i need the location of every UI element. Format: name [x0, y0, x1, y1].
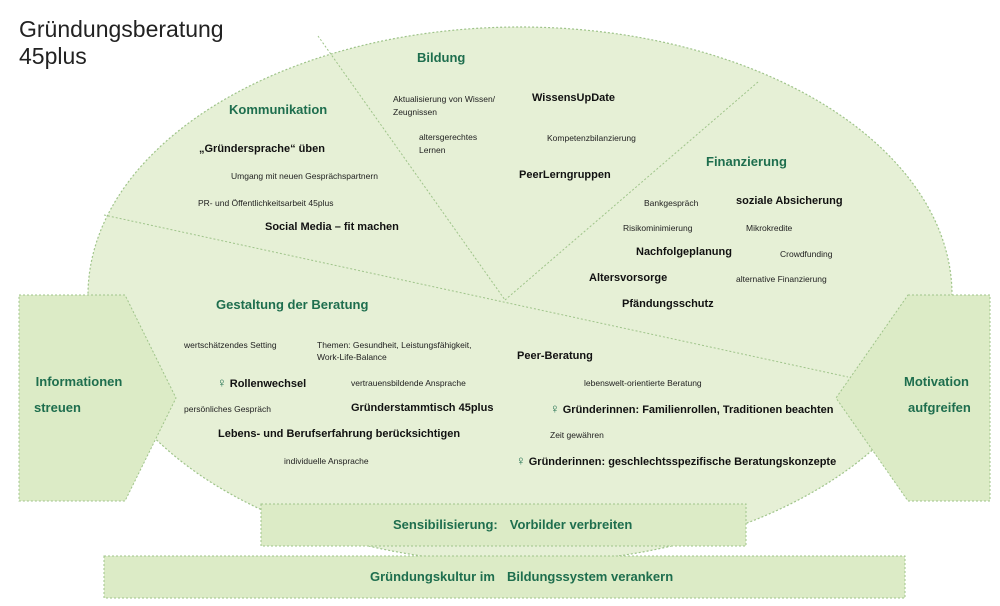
bar1-shape	[260, 503, 747, 547]
heading-gestaltung: Gestaltung der Beratung	[216, 297, 369, 312]
finanzierung-item: Altersvorsorge	[589, 272, 668, 284]
gestaltung-item: Gründerstammtisch 45plus	[351, 402, 494, 414]
gestaltung-item: lebenswelt-orientierte Beratung	[584, 378, 702, 388]
bar2-shape	[103, 555, 906, 599]
finanzierung-item: soziale Absicherung	[736, 195, 843, 207]
finanzierung-item: Nachfolgeplanung	[636, 246, 732, 258]
gestaltung-item: Themen: Gesundheit, Leistungsfähigkeit,	[317, 340, 472, 350]
bildung-item: WissensUpDate	[532, 92, 616, 104]
gestaltung-item: vertrauensbildende Ansprache	[351, 378, 466, 388]
gestaltung-item-rollenwechsel: ♀Rollenwechsel	[217, 375, 306, 390]
gestaltung-item-label: Gründerinnen: geschlechtsspezifische Ber…	[528, 456, 837, 468]
finanzierung-item: Risikominimierung	[623, 223, 693, 233]
female-icon: ♀	[217, 375, 227, 390]
heading-kommunikation: Kommunikation	[229, 102, 328, 117]
kommunikation-item: Umgang mit neuen Gesprächspartnern	[231, 171, 378, 181]
female-icon: ♀	[516, 453, 526, 468]
left-arrow-line-2: streuen	[34, 400, 81, 415]
heading-bildung: Bildung	[417, 50, 466, 65]
left-arrow-label: Informationen streuen	[24, 369, 134, 421]
bar2-label: Gründungskultur im Bildungssystem veranke…	[370, 569, 673, 584]
gestaltung-item-label: Rollenwechsel	[229, 378, 307, 390]
bar2-part-1: Gründungskultur im	[370, 569, 495, 584]
central-ellipse	[87, 26, 953, 564]
gestaltung-item: Lebens- und Berufserfahrung berücksichti…	[218, 428, 461, 440]
right-arrow-shape	[835, 294, 991, 502]
heading-finanzierung: Finanzierung	[706, 154, 787, 169]
bildung-item: Kompetenzbilanzierung	[547, 133, 636, 143]
left-arrow-shape	[18, 294, 177, 502]
kommunikation-item: Social Media – fit machen	[265, 221, 399, 233]
gestaltung-item: Zeit gewähren	[550, 430, 604, 440]
kommunikation-item: „Gründersprache“ üben	[199, 143, 325, 155]
right-arrow-line-2: aufgreifen	[908, 400, 971, 415]
title-line-2: 45plus	[19, 43, 87, 69]
bildung-item: altersgerechtes	[419, 132, 478, 142]
left-arrow-line-1: Informationen	[35, 374, 123, 389]
female-icon: ♀	[550, 401, 560, 416]
bildung-item: Aktualisierung von Wissen/	[393, 94, 496, 104]
gestaltung-item: persönliches Gespräch	[184, 404, 271, 414]
finanzierung-item: Bankgespräch	[644, 198, 699, 208]
right-arrow-line-1: Motivation	[904, 374, 969, 389]
bar1-label: Sensibilisierung: Vorbilder verbreiten	[393, 517, 632, 532]
bar2-part-2: Bildungssystem verankern	[506, 569, 674, 584]
gestaltung-item: Peer-Beratung	[517, 350, 593, 362]
gestaltung-item-label: Gründerinnen: Familienrollen, Traditione…	[562, 404, 834, 416]
title-line-1: Gründungsberatung	[19, 16, 224, 42]
gestaltung-item: Work-Life-Balance	[317, 352, 387, 362]
gestaltung-item-geschlechtsspezifisch: ♀Gründerinnen: geschlechtsspezifische Be…	[516, 453, 836, 468]
gestaltung-item-familienrollen: ♀Gründerinnen: Familienrollen, Tradition…	[550, 401, 834, 416]
bar1-part-2: Vorbilder verbreiten	[509, 517, 633, 532]
finanzierung-item: Crowdfunding	[780, 249, 833, 259]
kommunikation-item: PR- und Öffentlichkeitsarbeit 45plus	[198, 198, 334, 208]
divider-bildung-kommunikation	[317, 35, 506, 301]
right-arrow-label: Motivation aufgreifen	[878, 369, 998, 421]
bildung-item: PeerLerngruppen	[519, 169, 611, 181]
divider-kommunikation-gestaltung	[103, 214, 849, 378]
finanzierung-item: Pfändungsschutz	[622, 298, 714, 310]
bildung-item: Zeugnissen	[393, 107, 437, 117]
finanzierung-item: Mikrokredite	[746, 223, 793, 233]
page-title: Gründungsberatung 45plus	[19, 16, 224, 70]
bar1-part-1: Sensibilisierung:	[393, 517, 498, 532]
gestaltung-item: wertschätzendes Setting	[184, 340, 277, 350]
bildung-item: Lernen	[419, 145, 446, 155]
gestaltung-item: individuelle Ansprache	[284, 456, 369, 466]
finanzierung-item: alternative Finanzierung	[736, 274, 827, 284]
